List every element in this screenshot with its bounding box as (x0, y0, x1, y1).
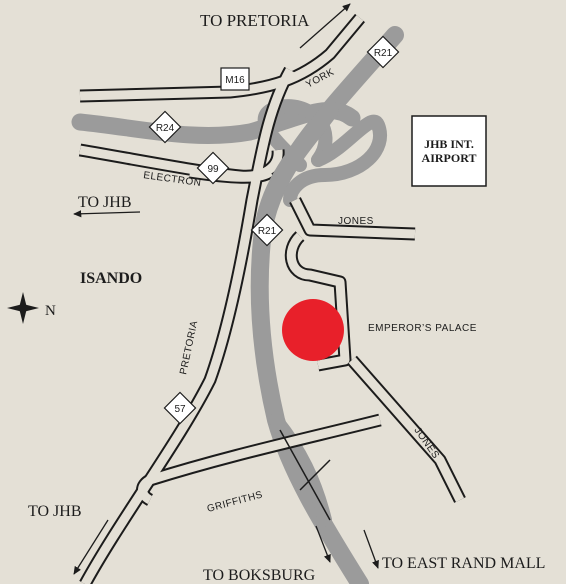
svg-text:57: 57 (174, 404, 186, 415)
airport-label-line1: JHB INT. (424, 137, 474, 151)
shield-r21-north: R21 (366, 35, 400, 69)
shield-r24: R24 (148, 110, 182, 144)
road-label-pretoria: PRETORIA (178, 320, 200, 376)
direction-arrow-icon (363, 529, 379, 569)
place-emperors-palace: EMPEROR’S PALACE (368, 323, 477, 334)
label-to-boksburg: TO BOKSBURG (203, 567, 316, 584)
label-to-jhb-south: TO JHB (28, 503, 82, 520)
shield-r21-central: R21 (250, 213, 284, 247)
road-label-jones-north: JONES (338, 216, 374, 227)
shield-m16: M16 (220, 67, 250, 91)
svg-text:M16: M16 (225, 75, 245, 86)
interchange-south-lines (279, 429, 331, 521)
label-to-east-rand-mall: TO EAST RAND MALL (382, 555, 545, 572)
shield-99: 99 (196, 151, 230, 185)
direction-arrow-icon (315, 525, 331, 563)
compass-north-label: N (45, 303, 56, 319)
svg-text:R21: R21 (258, 226, 277, 237)
airport-label-line2: AIRPORT (422, 151, 477, 165)
svg-text:R24: R24 (156, 123, 175, 134)
svg-text:99: 99 (207, 164, 219, 175)
direction-arrow-icon (299, 3, 351, 49)
direction-arrow-icon (73, 210, 141, 218)
direction-arrows (73, 3, 379, 575)
label-to-pretoria: TO PRETORIA (200, 11, 310, 30)
location-dot-icon[interactable] (282, 299, 344, 361)
svg-text:R21: R21 (374, 48, 393, 59)
road-fills (79, 15, 465, 584)
interchange-loop-east (283, 114, 387, 207)
direction-arrow-icon (73, 519, 109, 575)
road-label-jones-east: JONES (412, 425, 442, 461)
r21-overpass (254, 101, 339, 239)
compass-star-icon (7, 292, 39, 324)
shield-57: 57 (163, 391, 197, 425)
boksburg-branch (269, 413, 332, 527)
label-to-jhb-west: TO JHB (78, 194, 132, 211)
road-label-griffiths: GRIFFITHS (206, 489, 264, 514)
place-isando: ISANDO (80, 270, 142, 287)
airport-box: JHB INT. AIRPORT (411, 115, 487, 187)
